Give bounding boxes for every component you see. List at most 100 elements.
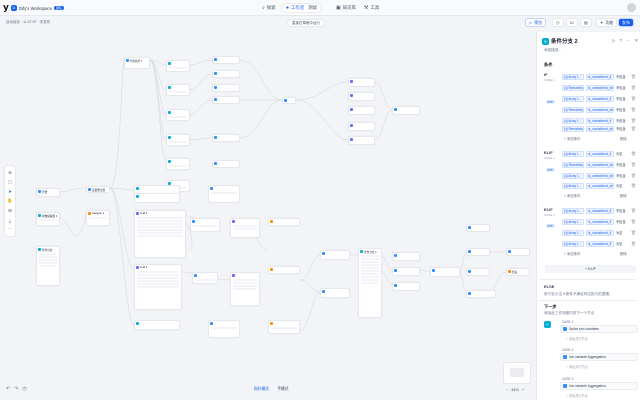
add-condition-button[interactable]: + 添加条件 — [564, 137, 581, 141]
canvas-node[interactable] — [348, 78, 375, 87]
more-icon[interactable]: ⋯ — [7, 226, 13, 232]
node-param-extractor[interactable]: 参数提取器 1 — [36, 212, 60, 226]
help-icon[interactable]: ? — [619, 38, 622, 43]
canvas-node[interactable] — [268, 218, 300, 226]
add-note-icon[interactable]: ▢ — [7, 179, 13, 185]
nav-tools[interactable]: ⚒工具 — [364, 5, 380, 11]
logic-operator-3[interactable]: AND — [546, 224, 555, 228]
pointer-icon[interactable]: ➤ — [8, 188, 12, 194]
canvas-node[interactable] — [466, 268, 490, 276]
add-parallel-node[interactable]: + 添加并行节点 — [566, 394, 588, 398]
canvas-node[interactable] — [134, 320, 180, 330]
canvas-node[interactable] — [212, 70, 240, 78]
canvas-node[interactable] — [212, 84, 240, 92]
env-button[interactable]: ▤ — [580, 18, 592, 27]
preview-button[interactable]: ▷预览 — [525, 18, 547, 27]
condition-row[interactable]: {x} Array 1..is_unmatched_string为空🗑 — [562, 182, 636, 189]
node-template[interactable] — [282, 97, 296, 104]
canvas-node[interactable] — [320, 288, 350, 298]
nav-knowledge[interactable]: ▣知识库 — [336, 5, 356, 11]
redo-icon[interactable]: ↷ — [14, 386, 19, 392]
node-if-else-2[interactable]: 条件分支 2 — [358, 248, 382, 318]
next-node[interactable]: Var variable Aggregation — [560, 382, 638, 390]
add-node-icon[interactable]: ⊕ — [8, 169, 12, 175]
history-icon[interactable]: ◷ — [22, 386, 27, 392]
publish-button[interactable]: 发布 — [618, 18, 634, 27]
minimap-viewport[interactable] — [510, 368, 524, 377]
canvas-node[interactable] — [268, 320, 300, 334]
canvas-node[interactable] — [190, 218, 220, 232]
logic-operator-2[interactable]: AND — [546, 168, 555, 172]
node-if-else[interactable]: 条件分支 — [36, 246, 60, 286]
minimap[interactable] — [503, 362, 531, 384]
canvas-node[interactable] — [348, 106, 375, 115]
undo-icon[interactable]: ↶ — [6, 386, 11, 392]
canvas-node[interactable] — [348, 136, 375, 145]
logic-operator-1[interactable]: AND — [546, 100, 555, 104]
condition-row[interactable]: {x} Remaining_calls_constraintis_unmatch… — [562, 106, 636, 113]
add-parallel-node[interactable]: + 添加并行节点 — [566, 337, 588, 341]
next-node[interactable]: Var variable Aggregation — [560, 353, 638, 361]
panel-title[interactable]: 条件分支 2 — [551, 39, 578, 45]
workspace-switcher[interactable]: D Dify's Workspace 团队 — [11, 4, 64, 12]
organize-icon[interactable]: ⊞ — [8, 208, 12, 214]
nav-studio[interactable]: ●工作室 测试 — [282, 4, 322, 12]
canvas-node[interactable] — [230, 272, 260, 306]
canvas-node[interactable] — [430, 267, 460, 277]
canvas-node[interactable] — [166, 60, 190, 72]
node-code-1[interactable]: 代码执行 1 — [124, 57, 150, 69]
canvas-node[interactable] — [348, 92, 375, 101]
user-avatar[interactable] — [627, 3, 636, 12]
panel-description[interactable]: 添加描述... — [544, 48, 562, 52]
canvas-node[interactable] — [392, 282, 420, 291]
more-icon[interactable]: ⋯ — [625, 38, 631, 43]
canvas-node[interactable] — [166, 158, 190, 170]
canvas-node[interactable] — [230, 218, 260, 238]
canvas-node[interactable] — [268, 266, 300, 274]
checklist-button[interactable]: ☑ — [566, 18, 578, 27]
canvas-node[interactable] — [466, 224, 490, 232]
canvas-node[interactable] — [392, 106, 420, 115]
node-assigner[interactable]: Assigner 1 — [86, 210, 110, 226]
canvas-node[interactable] — [208, 320, 240, 338]
history-button[interactable]: ◷ — [552, 18, 564, 27]
pointer-mode-option[interactable]: 指针模式 — [254, 387, 270, 391]
node-end[interactable]: 结束 — [506, 268, 530, 276]
canvas-node[interactable] — [466, 248, 490, 256]
canvas-node[interactable] — [166, 109, 190, 121]
canvas-node[interactable] — [208, 185, 240, 203]
run-node-icon[interactable]: ▷ — [612, 38, 616, 43]
condition-row[interactable]: {x} Remaining_calls_constraintis_unmatch… — [562, 125, 636, 132]
node-start[interactable]: 开始 — [36, 188, 60, 197]
canvas-node[interactable] — [348, 122, 375, 131]
node-llm-1[interactable]: LLM 1 — [134, 210, 186, 258]
remove-case-button[interactable]: 删除 — [620, 137, 627, 141]
export-icon[interactable]: ⤓ — [9, 217, 11, 223]
workflow-canvas[interactable]: 开始 参数提取器 1 条件分支 变量聚合器 Assigner 1 代码执行 1 … — [0, 30, 535, 400]
run-in-draft-pill[interactable]: 直接在草稿中运行 — [287, 19, 325, 27]
node-llm-2[interactable]: LLM 2 — [134, 264, 182, 310]
zoom-level[interactable]: 44% — [511, 388, 519, 392]
condition-row[interactable]: {x} Remaining_calls_constraintis_unmatch… — [562, 84, 636, 91]
canvas-node[interactable] — [506, 248, 530, 256]
features-button[interactable]: ✦功能 — [596, 18, 618, 27]
add-condition-button[interactable]: + 添加条件 — [564, 194, 581, 198]
zoom-in-icon[interactable]: + — [521, 388, 525, 392]
canvas-node[interactable] — [392, 252, 420, 261]
close-icon[interactable]: ✕ — [634, 38, 639, 43]
canvas-node[interactable] — [192, 272, 218, 284]
add-condition-button[interactable]: + 添加条件 — [564, 252, 581, 256]
next-node[interactable]: Splice two variables — [560, 325, 638, 333]
add-elif-button[interactable]: + ELIF — [545, 265, 636, 273]
canvas-node[interactable] — [134, 193, 180, 203]
canvas-node[interactable] — [320, 250, 350, 260]
canvas-node[interactable] — [166, 134, 190, 146]
hand-mode-option[interactable]: 手模式 — [277, 387, 289, 391]
canvas-node[interactable] — [212, 160, 240, 168]
